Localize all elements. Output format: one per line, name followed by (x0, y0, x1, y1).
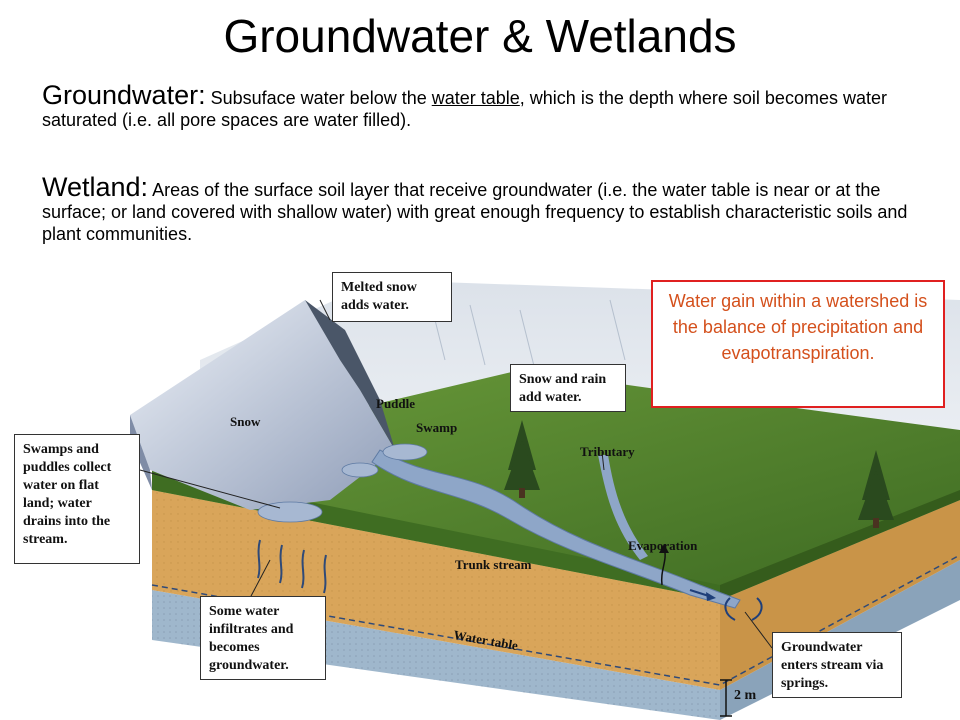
label-puddle: Puddle (376, 396, 416, 411)
groundwater-definition: Groundwater: Subsuface water below the w… (42, 82, 922, 131)
water-table-line (151, 554, 960, 686)
tributary (598, 455, 648, 560)
callout-swamps: Swamps and puddles collect water on flat… (14, 434, 140, 564)
trunk-stream (371, 449, 741, 609)
label-snow: Snow (230, 414, 261, 429)
snow-slope (130, 300, 395, 510)
groundwater-term: Groundwater: (42, 80, 206, 110)
wetland-definition: Wetland: Areas of the surface soil layer… (42, 174, 922, 245)
water-table-term: water table (431, 88, 520, 108)
tree-left (504, 420, 540, 498)
label-swamp: Swamp (416, 420, 458, 435)
callout-infiltrates: Some water infiltrates and becomes groun… (200, 596, 326, 680)
label-tributary: Tributary (580, 444, 635, 459)
groundwater-text-b: , which is the depth where soil becomes … (42, 88, 887, 130)
scale-bar (720, 679, 732, 717)
label-scale: 2 m (734, 688, 757, 703)
rock-face (305, 300, 395, 450)
spring-arrows (724, 597, 763, 621)
watershed-balance-note: Water gain within a watershed is the bal… (651, 280, 945, 408)
tree-right (858, 450, 894, 528)
slide-title: Groundwater & Wetlands (223, 10, 737, 62)
wetland-text: Areas of the surface soil layer that rec… (42, 180, 908, 244)
swamp-pool (257, 501, 323, 523)
label-trunk-stream: Trunk stream (455, 557, 532, 572)
callout-melted-snow: Melted snow adds water. (332, 272, 452, 322)
callout-snow-rain: Snow and rain add water. (510, 364, 626, 412)
wetland-term: Wetland: (42, 172, 149, 202)
label-evaporation: Evaporation (628, 538, 698, 553)
callout-springs: Groundwater enters stream via springs. (772, 632, 902, 698)
groundwater-text-a: Subsuface water below the (205, 88, 432, 108)
infiltration-arrows (257, 539, 327, 594)
puddle (382, 443, 428, 461)
leader-lines (139, 299, 773, 649)
